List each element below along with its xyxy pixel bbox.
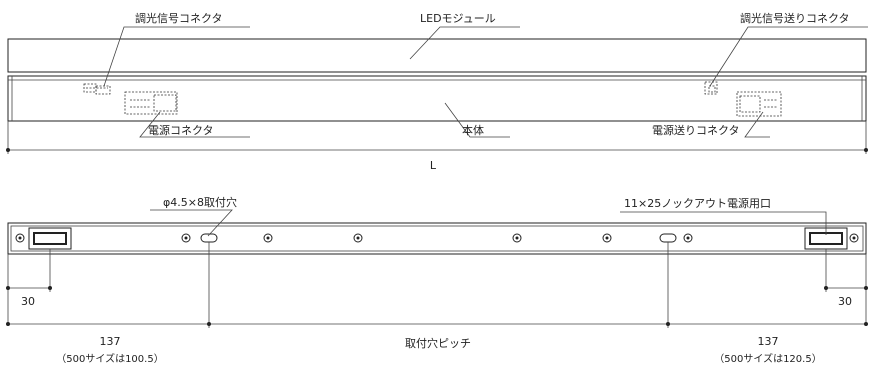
label-dim-30-left: 30 [21, 295, 35, 308]
screw-hole [849, 233, 859, 243]
bottom-view: φ4.5×8取付穴 11×25ノックアウト電源用口 30 30 [6, 195, 868, 365]
label-power-connector: 電源コネクタ [148, 123, 214, 137]
knockout-left [28, 227, 72, 250]
label-dim-137-right: 137 [758, 335, 779, 348]
label-dimming-pass-connector: 調光信号送りコネクタ [740, 11, 850, 25]
dimming-pass-connector-shape [704, 81, 718, 95]
screw-hole [181, 233, 191, 243]
label-dim-137-left-note: （500サイズは100.5） [56, 352, 163, 365]
label-power-pass-connector: 電源送りコネクタ [652, 123, 740, 137]
label-body: 本体 [462, 123, 484, 137]
power-connector-shape [124, 91, 178, 115]
screw-hole [602, 233, 612, 243]
label-dim-30-right: 30 [838, 295, 852, 308]
label-led-module: LEDモジュール [420, 12, 496, 25]
screw-hole [353, 233, 363, 243]
top-leaders [103, 26, 868, 138]
label-dim-137-left: 137 [100, 335, 121, 348]
base-outline [7, 222, 867, 255]
dimming-connector-shape [83, 83, 111, 95]
mounting-slot-right [659, 233, 677, 243]
screw-hole [512, 233, 522, 243]
screw-holes [15, 233, 859, 243]
top-view: 調光信号コネクタ LEDモジュール 調光信号送りコネクタ 電源コネクタ 本体 電… [6, 11, 868, 172]
screw-hole [15, 233, 25, 243]
power-pass-connector-shape [736, 91, 782, 117]
bottom-leaders [150, 209, 827, 237]
label-dim-137-right-note: （500サイズは120.5） [714, 352, 821, 365]
label-dimming-connector: 調光信号コネクタ [135, 11, 223, 25]
dimension-30-left [6, 249, 52, 326]
label-length: L [430, 159, 437, 172]
base-inner-outline [10, 225, 864, 252]
screw-hole [263, 233, 273, 243]
dimension-pitch [6, 242, 868, 328]
screw-hole [683, 233, 693, 243]
dimension-30-right [824, 249, 868, 326]
label-knockout: 11×25ノックアウト電源用口 [624, 196, 771, 210]
label-mounting-hole: φ4.5×8取付穴 [163, 195, 237, 209]
body-outline [7, 75, 867, 122]
label-dim-pitch: 取付穴ピッチ [405, 336, 471, 350]
dimension-l [6, 121, 868, 154]
